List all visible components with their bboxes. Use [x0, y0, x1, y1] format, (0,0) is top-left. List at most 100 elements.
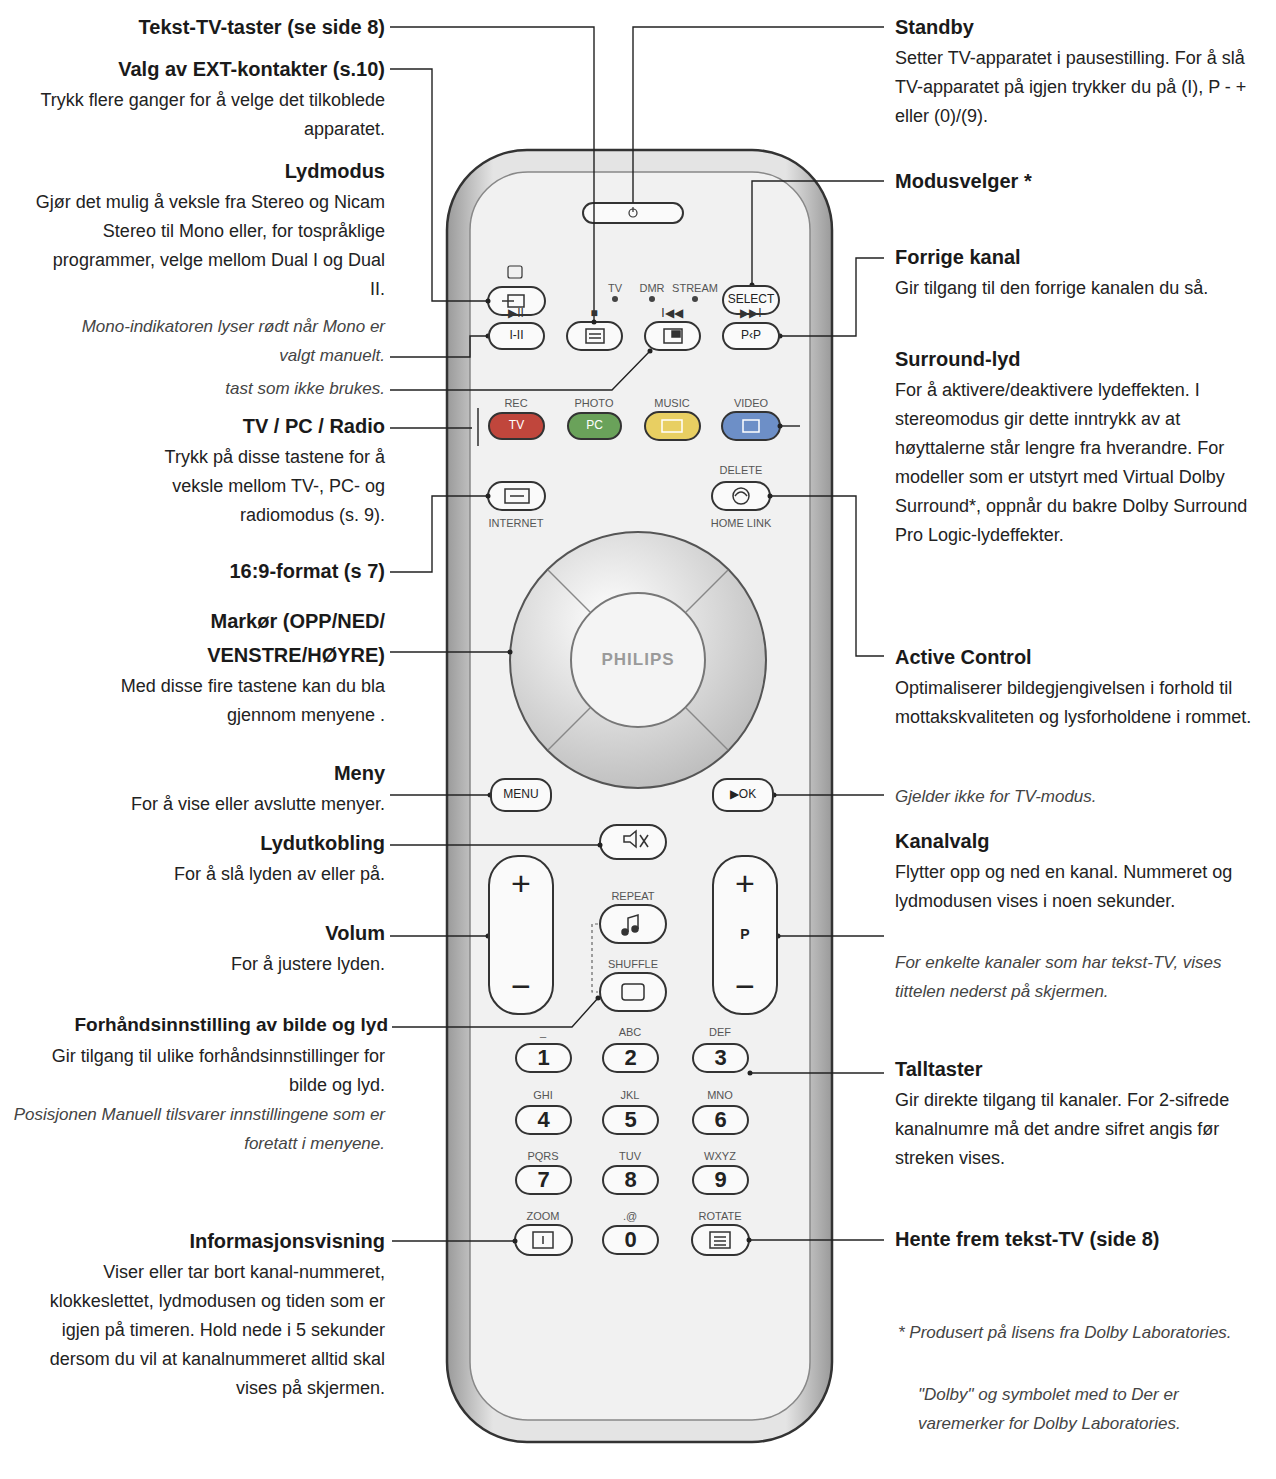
group-bracket [592, 924, 598, 992]
callout-text: Gir tilgang til den forrige kanalen du s… [895, 274, 1255, 303]
callout-heading: Talltaster [895, 1056, 1265, 1082]
key-label: DEF [700, 1026, 740, 1039]
key-label: PQRS [523, 1150, 563, 1163]
key-label: ▶II [496, 307, 536, 320]
number-key: 2 [602, 1043, 659, 1073]
key-label: TV [595, 282, 635, 295]
number-key: 6 [692, 1105, 749, 1135]
button-text: 3 [714, 1046, 726, 1070]
key-label: VIDEO [726, 397, 776, 410]
standby-button [583, 203, 683, 223]
callout-heading: Lydmodus [85, 158, 385, 184]
callout-text: "Dolby" og symbolet med to Der er vareme… [918, 1380, 1258, 1438]
number-key: 5 [602, 1105, 659, 1135]
callout-heading: Tekst-TV-taster (se side 8) [15, 14, 385, 40]
button-text: 7 [537, 1168, 549, 1192]
key-label: MUSIC [647, 397, 697, 410]
button-text: ▶OK [730, 788, 756, 801]
callout-text: tast som ikke brukes. [85, 374, 385, 403]
button-text: + [735, 865, 755, 902]
icon-buttons [488, 287, 780, 1255]
button-text: MENU [503, 788, 538, 801]
key-label: TUV [610, 1150, 650, 1163]
key-label: DMR [632, 282, 672, 295]
leader-dots [486, 283, 783, 1244]
button-text: 9 [714, 1168, 726, 1192]
button-text: 6 [714, 1108, 726, 1132]
number-key: 1 [515, 1043, 572, 1073]
callout-heading: Modusvelger * [895, 168, 1265, 194]
button-text: SELECT [728, 293, 775, 306]
remote-button: +P− [712, 855, 778, 1015]
callout-text: Posisjonen Manuell tilsvarer innstilling… [13, 1100, 385, 1158]
number-key: 0 [602, 1225, 659, 1255]
callout-text: For enkelte kanaler som har tekst-TV, vi… [895, 948, 1260, 1006]
key-label: REPEAT [603, 890, 663, 903]
cursor-center-button: PHILIPS [570, 592, 706, 728]
number-key: 9 [692, 1165, 749, 1195]
button-text: I-II [510, 329, 524, 342]
callout-text: Setter TV-apparatet i pausestilling. For… [895, 44, 1267, 131]
leader-lines [390, 27, 884, 1241]
callout-heading: Forhåndsinnstilling av bilde og lyd [4, 1012, 388, 1038]
callout-text: * Produsert på lisens fra Dolby Laborato… [898, 1318, 1248, 1347]
callout-heading: Volum [185, 920, 385, 946]
key-label: SHUFFLE [603, 958, 663, 971]
callout-text: Gir tilgang til ulike forhåndsinnstillin… [20, 1042, 385, 1100]
callout-heading: Surround-lyd [895, 346, 1265, 372]
key-label: ROTATE [690, 1210, 750, 1223]
number-key: 4 [515, 1105, 572, 1135]
button-text: + [511, 865, 531, 902]
key-label: JKL [610, 1089, 650, 1102]
key-label: DELETE [711, 464, 771, 477]
button-text: 2 [624, 1046, 636, 1070]
callout-text: Gir direkte tilgang til kanaler. For 2-s… [895, 1086, 1240, 1173]
button-text: TV [509, 419, 524, 432]
remote-button: P‹P [722, 322, 780, 350]
callout-heading: Kanalvalg [895, 828, 1265, 854]
callout-text: Viser eller tar bort kanal-nummeret, klo… [10, 1258, 385, 1403]
callout-text: Trykk flere ganger for å velge det tilko… [40, 86, 385, 144]
button-text: P [740, 927, 749, 942]
callout-heading: Valg av EXT-kontakter (s.10) [15, 56, 385, 82]
key-label: _ [523, 1026, 563, 1039]
callout-text: Flytter opp og ned en kanal. Nummeret og… [895, 858, 1245, 916]
callout-heading: Markør (OPP/NED/ VENSTRE/HØYRE) [135, 604, 385, 672]
callout-heading: Hente frem tekst-TV (side 8) [895, 1226, 1270, 1252]
remote-button: PC [567, 412, 622, 440]
button-text: 1 [537, 1046, 549, 1070]
callout-text: Optimaliserer bildegjengivelsen i forhol… [895, 674, 1260, 732]
key-label: ABC [610, 1026, 650, 1039]
number-key: 3 [692, 1043, 749, 1073]
key-label: HOME LINK [706, 517, 776, 530]
button-text: 5 [624, 1108, 636, 1132]
key-label: ▶▶I [731, 307, 771, 320]
callout-heading: Lydutkobling [185, 830, 385, 856]
key-label: REC [496, 397, 536, 410]
callout-text: For å justere lyden. [85, 950, 385, 979]
button-text: 8 [624, 1168, 636, 1192]
callout-heading: Active Control [895, 644, 1265, 670]
number-key: 8 [602, 1165, 659, 1195]
key-label: PHOTO [569, 397, 619, 410]
remote-button: TV [488, 412, 545, 440]
button-text: P‹P [741, 329, 761, 342]
key-label: GHI [523, 1089, 563, 1102]
cursor-pad [510, 532, 766, 788]
button-text: PHILIPS [601, 651, 674, 670]
callout-text: Mono-indikatoren lyser rødt når Mono er … [55, 312, 385, 370]
key-label: ZOOM [518, 1210, 568, 1223]
callout-heading: Informasjonsvisning [85, 1228, 385, 1254]
callout-text: Med disse fire tastene kan du bla gjenno… [100, 672, 385, 730]
remote-button: +− [488, 855, 554, 1015]
remote-housing [447, 150, 832, 1442]
callout-heading: Meny [185, 760, 385, 786]
button-text: 4 [537, 1108, 549, 1132]
callout-text: Gjør det mulig å veksle fra Stereo og Ni… [35, 188, 385, 304]
key-label: INTERNET [481, 517, 551, 530]
key-label: I◀◀ [652, 307, 692, 320]
callout-heading: Forrige kanal [895, 244, 1265, 270]
remote-button: MENU [490, 778, 552, 812]
key-label: STREAM [670, 282, 720, 295]
